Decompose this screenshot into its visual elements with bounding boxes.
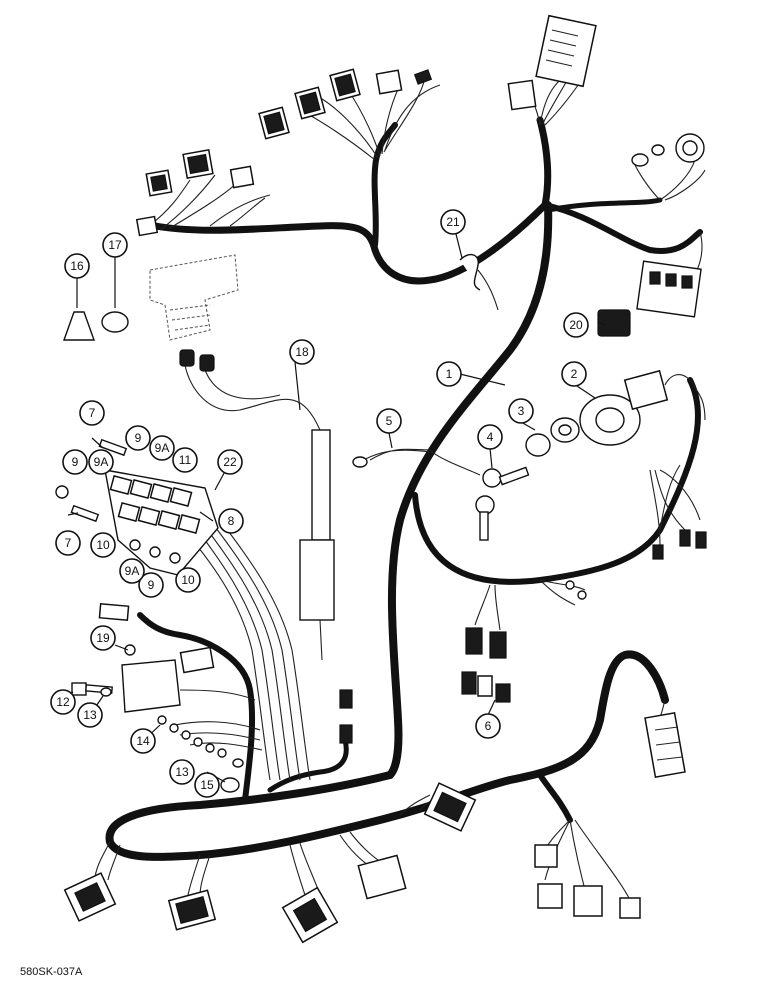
callout-9A-left: 9A <box>88 449 114 475</box>
svg-text:9: 9 <box>148 578 155 592</box>
svg-text:20: 20 <box>569 318 583 332</box>
svg-text:13: 13 <box>175 765 189 779</box>
svg-text:5: 5 <box>386 414 393 428</box>
callout-10-right: 10 <box>175 567 201 593</box>
callout-12: 12 <box>50 689 76 715</box>
svg-text:18: 18 <box>295 345 309 359</box>
svg-text:13: 13 <box>83 708 97 722</box>
terminals-14 <box>157 715 227 758</box>
connectors-6 <box>461 627 511 703</box>
callout-5: 5 <box>376 408 402 434</box>
svg-text:9A: 9A <box>155 441 170 455</box>
callout-7-lower: 7 <box>55 530 81 556</box>
svg-text:2: 2 <box>571 367 578 381</box>
lamp-housing <box>149 254 239 341</box>
svg-text:7: 7 <box>65 536 72 550</box>
svg-text:9: 9 <box>72 455 79 469</box>
svg-text:7: 7 <box>89 406 96 420</box>
svg-text:9: 9 <box>135 431 142 445</box>
callout-9A-lower: 9A <box>119 558 145 584</box>
svg-text:17: 17 <box>108 238 122 252</box>
callout-4: 4 <box>477 424 503 450</box>
sender-18 <box>299 429 353 744</box>
ignition-switch-2 <box>579 369 669 446</box>
svg-text:14: 14 <box>136 734 150 748</box>
callout-1: 1 <box>436 361 462 387</box>
callout-7-upper: 7 <box>79 400 105 426</box>
callout-19: 19 <box>90 625 116 651</box>
callout-6: 6 <box>475 713 501 739</box>
svg-text:9A: 9A <box>125 564 140 578</box>
svg-text:4: 4 <box>487 430 494 444</box>
svg-text:19: 19 <box>96 631 110 645</box>
clip-21 <box>459 253 499 311</box>
fuse-block <box>104 469 219 576</box>
svg-text:11: 11 <box>179 453 192 467</box>
svg-text:21: 21 <box>446 215 460 229</box>
relay-19 <box>98 602 215 713</box>
figure-reference: 580SK-037A <box>20 966 83 978</box>
callout-17: 17 <box>102 232 128 258</box>
callout-21: 21 <box>440 209 466 235</box>
nut-15 <box>220 758 244 793</box>
terminal-5 <box>352 456 368 468</box>
svg-text:3: 3 <box>518 404 525 418</box>
washer-13-upper <box>100 687 112 697</box>
callout-16: 16 <box>64 253 90 279</box>
cap-16 <box>63 311 95 341</box>
svg-text:10: 10 <box>96 538 110 552</box>
callout-18: 18 <box>289 339 315 365</box>
callout-10-left: 10 <box>90 532 116 558</box>
relay-20 <box>597 309 631 337</box>
callout-2: 2 <box>561 361 587 387</box>
callout-15: 15 <box>194 772 220 798</box>
callout-9A-right: 9A <box>149 435 175 461</box>
svg-text:9A: 9A <box>94 455 109 469</box>
svg-text:16: 16 <box>70 259 84 273</box>
connector-group-top-right <box>631 133 705 318</box>
grommet-17 <box>101 311 129 333</box>
callout-13-upper: 13 <box>77 702 103 728</box>
connectors-right <box>565 529 707 779</box>
callout-9-upper: 9 <box>125 425 151 451</box>
callout-8: 8 <box>218 508 244 534</box>
screw-7-lower <box>70 504 100 523</box>
connector-group-upper-left <box>135 68 433 237</box>
callout-3: 3 <box>508 398 534 424</box>
callout-20: 20 <box>563 312 589 338</box>
nut-3 <box>525 417 580 457</box>
connectors-bottom <box>63 782 641 944</box>
callout-9-lower: 9 <box>138 572 164 598</box>
svg-text:22: 22 <box>223 455 237 469</box>
callouts: 1 2 3 4 5 6 7 7 8 9 9 9 9A 9A 9A 10 10 1… <box>50 209 589 798</box>
connector-group-top-center <box>507 14 597 111</box>
svg-text:8: 8 <box>228 514 235 528</box>
key-4 <box>475 466 530 541</box>
screw-7-upper <box>98 438 128 457</box>
svg-text:10: 10 <box>181 573 195 587</box>
callout-14: 14 <box>130 728 156 754</box>
callout-22: 22 <box>217 449 243 475</box>
svg-text:15: 15 <box>200 778 214 792</box>
svg-text:12: 12 <box>56 695 70 709</box>
callout-9-left: 9 <box>62 449 88 475</box>
svg-text:1: 1 <box>446 367 453 381</box>
callout-11: 11 <box>172 447 198 473</box>
callout-13-lower: 13 <box>169 759 195 785</box>
svg-text:6: 6 <box>485 719 492 733</box>
